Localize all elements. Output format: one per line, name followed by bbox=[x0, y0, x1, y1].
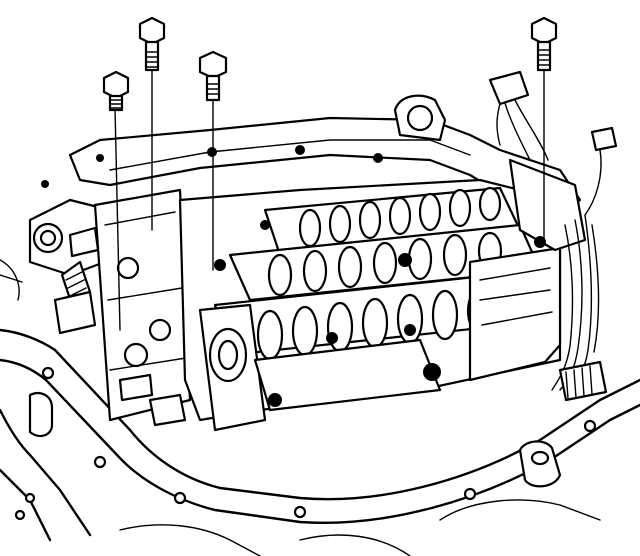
bolt-right bbox=[530, 16, 558, 241]
wiring-harness bbox=[488, 70, 618, 488]
spool-row-upper bbox=[263, 186, 522, 257]
bolt-center bbox=[198, 50, 228, 271]
bolt-left bbox=[102, 70, 130, 331]
case-lower-left bbox=[0, 259, 187, 427]
valve-body bbox=[28, 158, 587, 432]
bolt-center-left bbox=[138, 16, 166, 231]
transmission-case-flange bbox=[0, 328, 640, 556]
